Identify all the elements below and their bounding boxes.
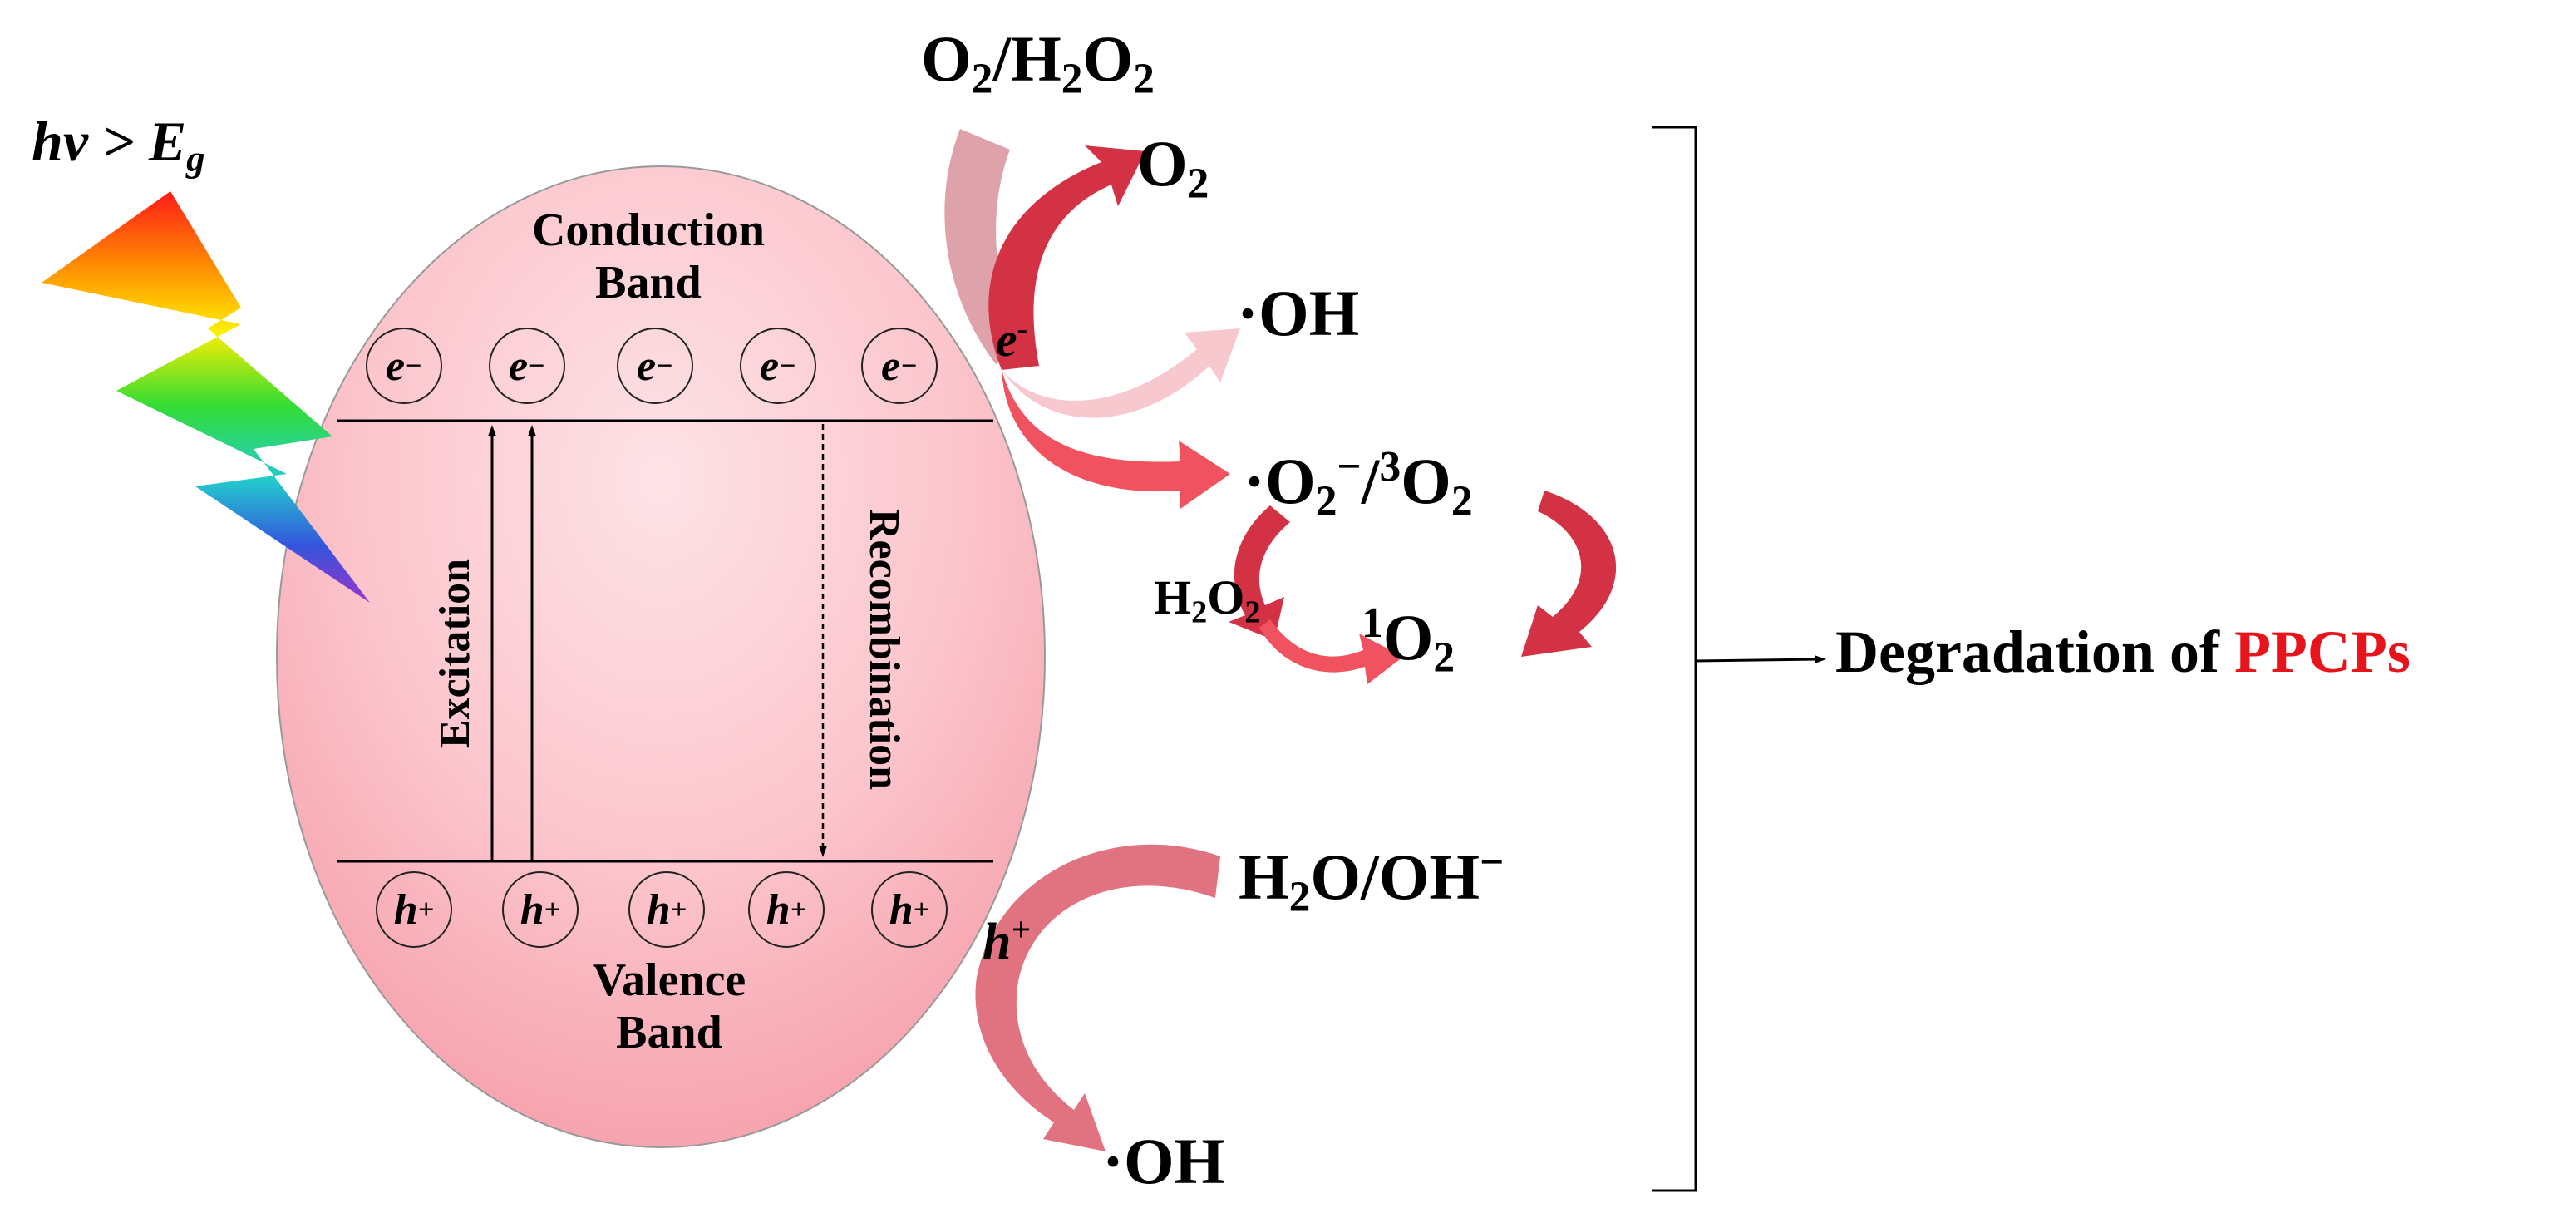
degradation-result-label: Degradation of PPCPs xyxy=(1835,619,2411,685)
hydrogen-peroxide-label: H2O2 xyxy=(1154,570,1261,630)
superoxide-triplet-oxygen-label: ·O2−/3O2 xyxy=(1244,443,1473,525)
electron-to-o2-arrow xyxy=(988,145,1145,370)
hole-arrow-label: h+ xyxy=(983,910,1031,970)
valence-band-label: Valence Band xyxy=(592,954,746,1058)
electron-to-superoxide-arrow xyxy=(1002,370,1230,509)
superoxide-to-singlet-right-arrow xyxy=(1521,491,1617,657)
hole-to-oh-arrow xyxy=(975,844,1220,1151)
o2-label: O2 xyxy=(1137,127,1209,208)
electron-to-oh-arrow xyxy=(1002,328,1240,418)
hole-particle: h+ xyxy=(748,871,825,948)
electron-arrow-label: e- xyxy=(996,312,1028,367)
hydroxyl-radical-bottom-label: ·OH xyxy=(1102,1125,1225,1197)
electron-particle: e− xyxy=(861,328,938,404)
conduction-band-label: Conduction Band xyxy=(531,205,766,308)
semiconductor-particle xyxy=(276,165,1046,1148)
hole-particle: h+ xyxy=(502,871,579,948)
hole-particle: h+ xyxy=(376,871,452,948)
h2o2-to-singlet-arrow xyxy=(1259,619,1403,684)
hole-particle: h+ xyxy=(871,871,948,948)
electron-particle: e− xyxy=(489,328,565,404)
electron-particle: e− xyxy=(366,328,442,404)
o2-h2o2-label: O2/H2O2 xyxy=(921,22,1155,103)
result-bracket xyxy=(1652,126,1697,1192)
electron-particle: e− xyxy=(617,328,693,404)
result-arrow xyxy=(1695,655,1826,664)
water-hydroxide-label: H2O/OH− xyxy=(1239,839,1505,921)
recombination-label: Recombination xyxy=(860,509,908,790)
singlet-oxygen-label: 1O2 xyxy=(1362,599,1455,682)
superoxide-to-h2o2-arrow xyxy=(1229,505,1290,640)
hydroxyl-radical-top-label: ·OH xyxy=(1237,277,1360,349)
hole-particle: h+ xyxy=(628,871,705,948)
excitation-label: Excitation xyxy=(431,558,479,749)
ppcps-highlight: PPCPs xyxy=(2234,619,2411,685)
electron-particle: e− xyxy=(740,328,816,404)
light-energy-label: hv > Eg xyxy=(32,110,205,180)
light-bolt-icon xyxy=(42,191,370,603)
